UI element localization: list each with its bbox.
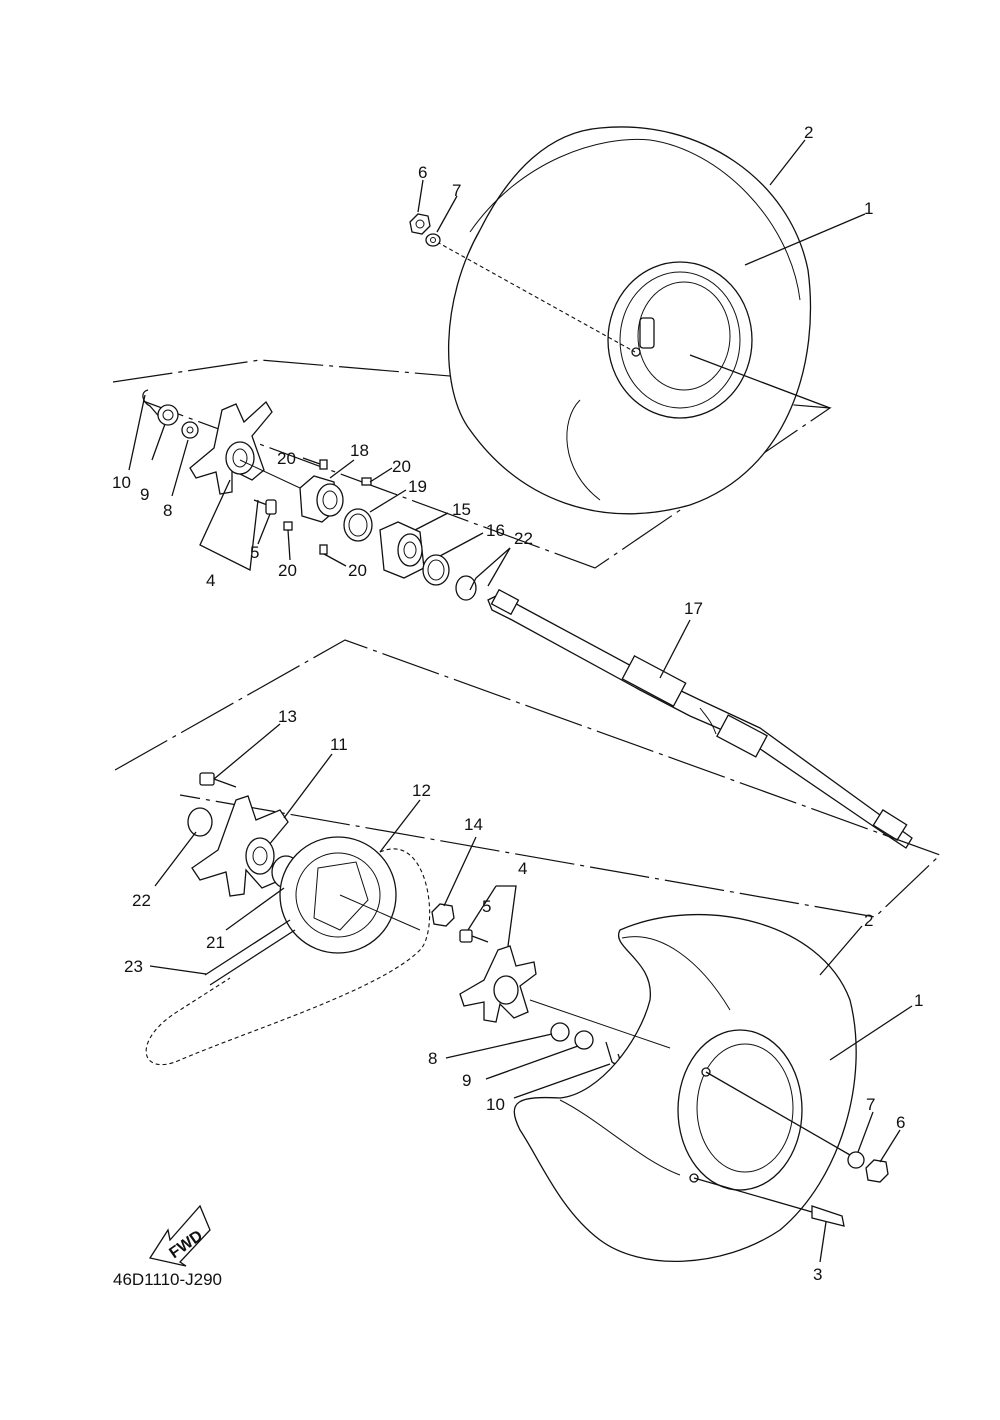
callout-16: 16 [486, 521, 505, 540]
set-screw-icon [319, 459, 328, 470]
chain-icon [204, 919, 291, 976]
set-screw-icon [283, 521, 293, 531]
callout-22: 22 [132, 891, 151, 910]
callout-5: 5 [250, 543, 259, 562]
top-tire-assembly [436, 126, 831, 515]
castle-nut-icon [157, 404, 179, 426]
callout-9: 9 [462, 1071, 471, 1090]
o-ring-icon [187, 807, 213, 837]
bolt-icon [459, 929, 473, 943]
nut-icon [865, 1159, 889, 1183]
nut-icon [409, 213, 431, 235]
callout-1: 1 [864, 199, 873, 218]
top-wheel-rim [607, 261, 753, 419]
sprocket-assembly [145, 772, 620, 1066]
set-screw-icon [361, 477, 372, 486]
callout-17: 17 [684, 599, 703, 618]
washer-icon [550, 1022, 570, 1042]
axle-spline [621, 655, 687, 707]
washer-icon [847, 1151, 865, 1169]
top-stud-axis [436, 241, 636, 353]
callout-20: 20 [392, 457, 411, 476]
callout-7: 7 [452, 181, 461, 200]
callout-23: 23 [124, 957, 143, 976]
callout-10: 10 [486, 1095, 505, 1114]
castle-nut-icon [574, 1030, 594, 1050]
o-ring-icon [455, 575, 477, 601]
chain-outline [145, 848, 431, 1066]
callout-4: 4 [206, 571, 215, 590]
callout-11: 11 [330, 735, 348, 754]
set-screw-icon [319, 544, 328, 555]
callout-10: 10 [112, 473, 131, 492]
bearing-icon [422, 554, 450, 586]
axle-spline [716, 714, 768, 758]
callout-labels: 2 1 6 7 10 9 8 4 5 20 18 20 19 15 16 22 … [112, 123, 923, 1284]
callout-9: 9 [140, 485, 149, 504]
oil-seal-icon [343, 508, 373, 542]
top-nut-washer [409, 213, 441, 247]
callout-21: 21 [206, 933, 225, 952]
upper-hub-parts [142, 389, 477, 601]
callout-5: 5 [482, 897, 491, 916]
lower-frame [114, 639, 942, 918]
callout-18: 18 [350, 441, 369, 460]
bolt-icon [199, 772, 215, 786]
callout-13: 13 [278, 707, 297, 726]
cotter-pin-icon [142, 389, 163, 421]
callout-2: 2 [864, 911, 873, 930]
bolt-icon [265, 499, 277, 515]
washer-icon [425, 233, 441, 247]
diagram-id-code: 46D1110-J290 [113, 1270, 223, 1289]
rear-axle [487, 588, 913, 849]
callout-6: 6 [896, 1113, 905, 1132]
nut-icon [431, 903, 455, 927]
callout-22: 22 [514, 529, 533, 548]
callout-3: 3 [813, 1265, 822, 1284]
leader-lines [128, 139, 913, 1263]
callout-15: 15 [452, 500, 471, 519]
valve-icon [811, 1205, 845, 1227]
callout-20: 20 [278, 561, 297, 580]
top-wheel-stud [639, 317, 655, 349]
callout-8: 8 [163, 501, 172, 520]
washer-icon [181, 421, 199, 439]
fwd-arrow-icon: FWD [148, 1204, 211, 1267]
callout-19: 19 [408, 477, 427, 496]
callout-2: 2 [804, 123, 813, 142]
bottom-tire-assembly [513, 913, 889, 1263]
callout-1: 1 [914, 991, 923, 1010]
axle-spline [872, 809, 908, 841]
callout-6: 6 [418, 163, 427, 182]
callout-14: 14 [464, 815, 483, 834]
sprocket-icon [279, 836, 397, 954]
callout-7: 7 [866, 1095, 875, 1114]
callout-20: 20 [348, 561, 367, 580]
callout-12: 12 [412, 781, 431, 800]
callout-4: 4 [518, 859, 527, 878]
callout-20: 20 [277, 449, 296, 468]
callout-8: 8 [428, 1049, 437, 1068]
